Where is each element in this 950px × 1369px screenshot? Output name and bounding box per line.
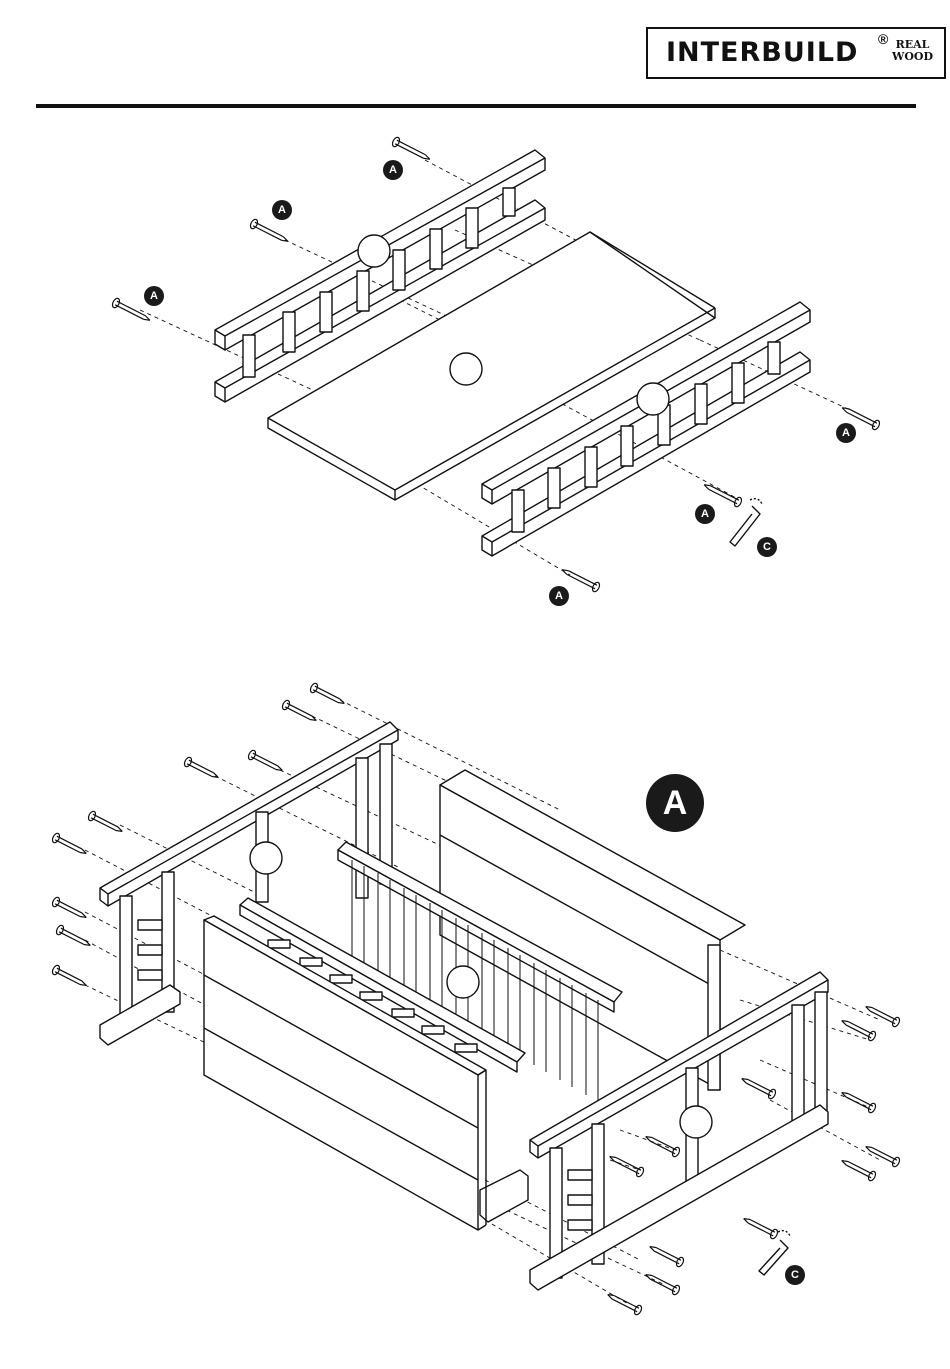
- part-circle-end-left: [250, 842, 282, 874]
- screw-label-badge: A: [144, 286, 164, 306]
- allen-key-label-badge: C: [757, 537, 777, 557]
- part-circle-end-right: [680, 1106, 712, 1138]
- allen-key-label-badge: C: [785, 1265, 805, 1285]
- part-circle-rail-left: [358, 235, 390, 267]
- part-circle-rail-right: [637, 383, 669, 415]
- screw-label-badge: A: [549, 586, 569, 606]
- step1-drawing: [111, 136, 881, 593]
- large-callout-badge: A: [646, 774, 704, 832]
- step2-drawing: [51, 682, 901, 1316]
- screw-label-badge: A: [836, 423, 856, 443]
- screw-label-badge: A: [695, 504, 715, 524]
- part-circle-gate: [447, 966, 479, 998]
- screw-label-badge: A: [383, 160, 403, 180]
- part-circle-base: [450, 353, 482, 385]
- screw-label-badge: A: [272, 200, 292, 220]
